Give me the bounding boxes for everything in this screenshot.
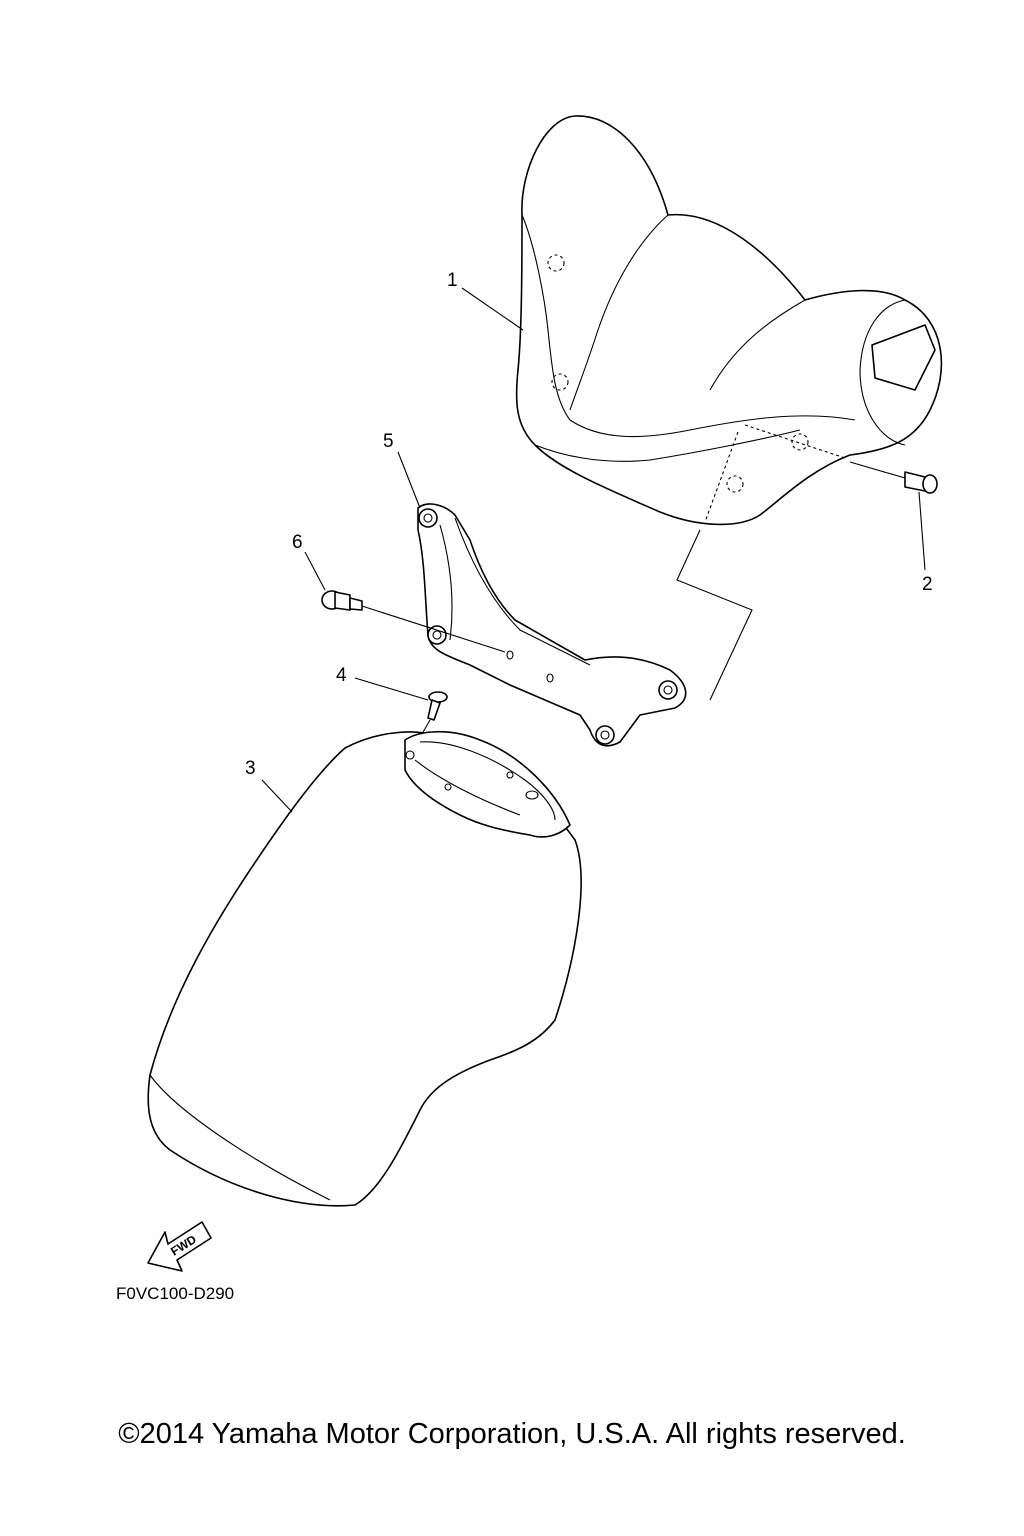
callout-2: 2: [922, 574, 933, 595]
diagram-code: F0VC100-D290: [116, 1284, 234, 1303]
part-2-screw: [849, 461, 938, 494]
callout-5: 5: [383, 431, 394, 452]
part-1-seat: [515, 115, 943, 526]
forward-arrow-icon: FWD: [147, 1221, 212, 1272]
callout-6: 6: [292, 532, 303, 553]
assembly-leader: [676, 529, 753, 701]
callout-4: 4: [336, 665, 347, 686]
part-5-bracket: [417, 503, 687, 747]
callout-leaders: [261, 287, 926, 813]
copyright-notice: ©2014 Yamaha Motor Corporation, U.S.A. A…: [118, 1418, 906, 1450]
part-6-bolt: [321, 590, 506, 653]
callout-3: 3: [245, 758, 256, 779]
part-3-cushion: [147, 730, 582, 1207]
callout-1: 1: [447, 270, 458, 291]
